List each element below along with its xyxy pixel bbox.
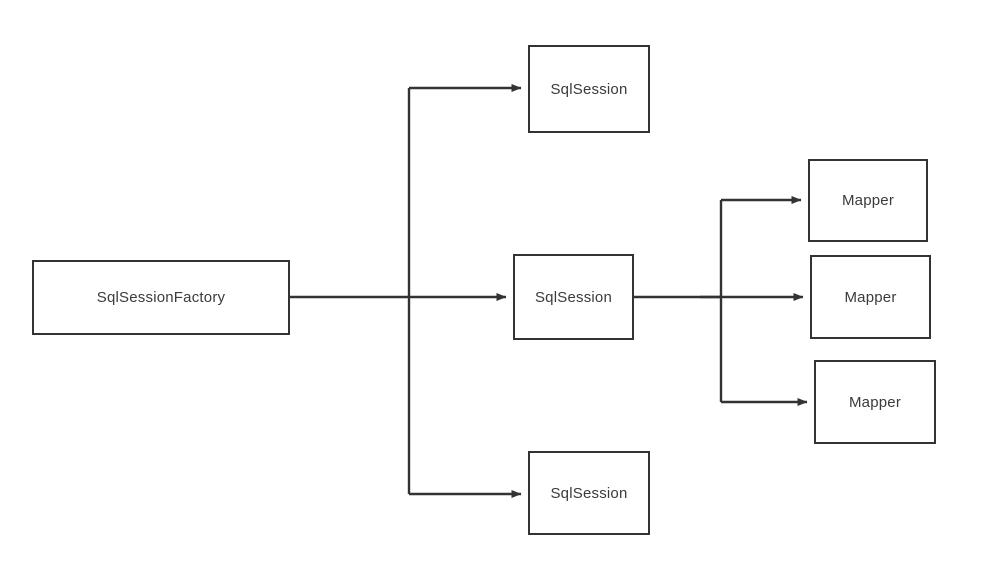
node-label-mapper-bottom: Mapper xyxy=(848,393,902,411)
node-sql-session-factory[interactable]: SqlSessionFactory xyxy=(32,260,290,335)
node-label-sql-session-bottom: SqlSession xyxy=(550,484,628,502)
node-label-sql-session-middle: SqlSession xyxy=(534,288,613,306)
node-label-sql-session-top: SqlSession xyxy=(550,80,628,98)
node-sql-session-top[interactable]: SqlSession xyxy=(528,45,650,133)
node-label-mapper-middle: Mapper xyxy=(844,288,897,306)
node-mapper-bottom[interactable]: Mapper xyxy=(814,360,936,444)
node-sql-session-bottom[interactable]: SqlSession xyxy=(528,451,650,535)
node-label-mapper-top: Mapper xyxy=(841,192,895,209)
node-mapper-middle[interactable]: Mapper xyxy=(810,255,931,339)
node-sql-session-middle[interactable]: SqlSession xyxy=(513,254,634,340)
node-mapper-top[interactable]: Mapper xyxy=(808,159,928,242)
node-label-sql-session-factory: SqlSessionFactory xyxy=(96,289,226,306)
